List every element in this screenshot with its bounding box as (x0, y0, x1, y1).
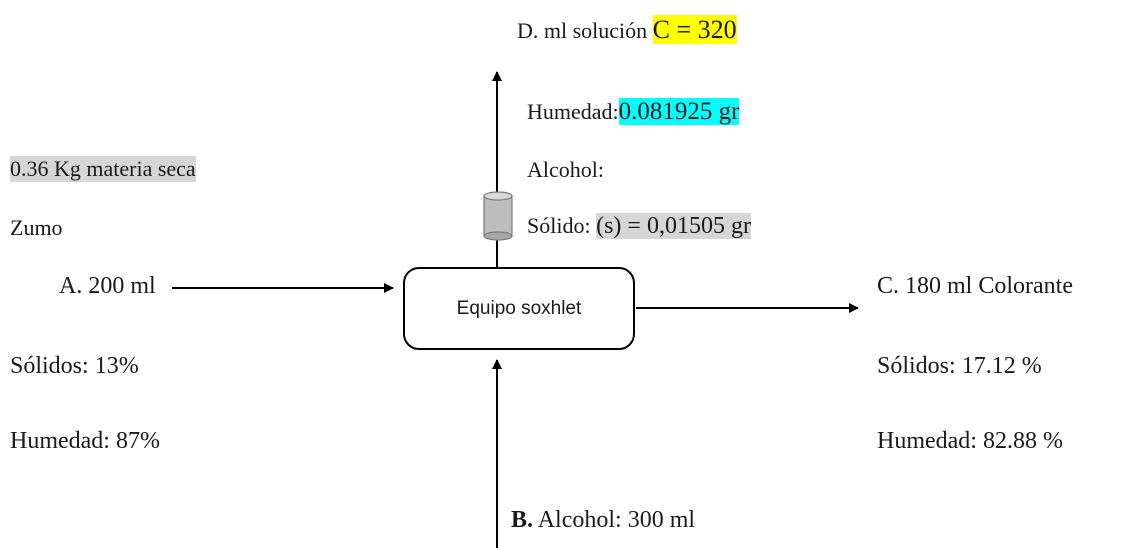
output-d-humedad-label: Humedad: (527, 99, 619, 124)
output-d-title: D. ml solución C = 320 (517, 15, 737, 44)
output-d-solido-value: (s) = 0,01505 gr (596, 213, 751, 239)
input-b-text: Alcohol: 300 ml (537, 507, 696, 533)
input-a-materia-seca: 0.36 Kg materia seca (10, 156, 196, 182)
output-d-solido-label: Sólido: (527, 213, 591, 238)
input-a-humedad: Humedad: 87% (10, 428, 160, 454)
input-a-solidos: Sólidos: 13% (10, 353, 139, 379)
input-a-zumo: Zumo (10, 215, 63, 240)
process-box: Equipo soxhlet (403, 267, 635, 350)
cylinder-icon (483, 191, 513, 241)
output-c-humedad: Humedad: 82.88 % (877, 428, 1063, 454)
input-b-letter: B. (511, 507, 534, 533)
process-label: Equipo soxhlet (456, 297, 582, 319)
output-d-solido: Sólido: (s) = 0,01505 gr (527, 213, 751, 239)
output-c-title: C. 180 ml Colorante (877, 273, 1073, 299)
input-b-label: B. Alcohol: 300 ml (511, 507, 695, 533)
output-d-title-value: C = 320 (652, 15, 737, 44)
output-d-humedad-value: 0.081925 gr (618, 98, 740, 125)
output-d-title-prefix: D. ml solución (517, 18, 648, 43)
output-d-humedad: Humedad:0.081925 gr (527, 98, 740, 125)
input-a-title: A. 200 ml (59, 273, 156, 299)
output-d-alcohol: Alcohol: (527, 157, 604, 182)
output-c-solidos: Sólidos: 17.12 % (877, 353, 1042, 379)
